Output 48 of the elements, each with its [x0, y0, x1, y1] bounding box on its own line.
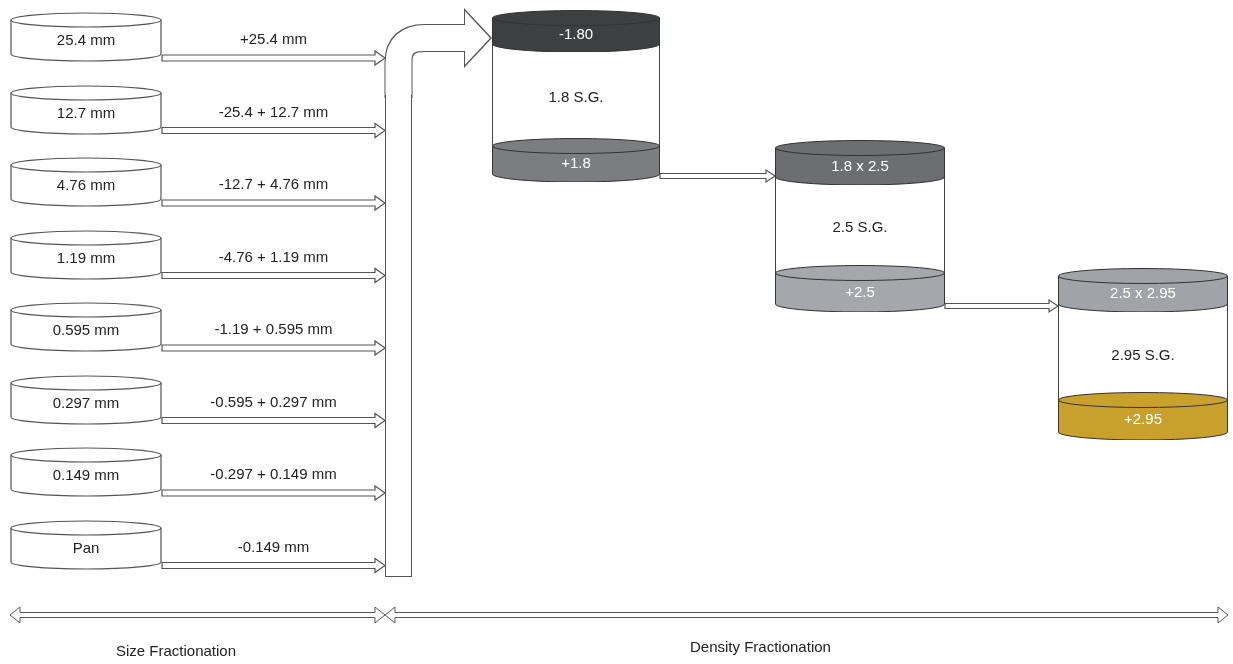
arrow	[161, 484, 387, 502]
fraction-label: -1.80	[557, 24, 595, 44]
fraction-layer	[1058, 392, 1228, 440]
sieve-size-label: 0.595 mm	[51, 320, 121, 340]
sieve-drawing	[10, 157, 162, 207]
sieve-drawing	[10, 519, 162, 570]
sieve-drawing	[10, 84, 162, 135]
sieve-size-label: 0.297 mm	[51, 392, 121, 413]
fraction-label: +2.5	[844, 281, 876, 302]
arrow	[161, 412, 387, 429]
float-sink-vessel	[775, 140, 945, 312]
collector-pipe	[385, 95, 412, 577]
float-sink-vessel	[1058, 268, 1228, 440]
float-sink-vessel	[492, 10, 660, 182]
fraction-layer	[1058, 268, 1228, 312]
sieve-size-label: 1.19 mm	[55, 247, 117, 268]
sieve-drawing	[10, 302, 162, 352]
section-label: Density Fractionation	[690, 637, 831, 657]
arrow	[161, 339, 387, 357]
arrow	[161, 122, 387, 139]
fraction-label: 1.8 x 2.5	[830, 155, 890, 176]
sieve-size-label: 25.4 mm	[55, 30, 117, 50]
fraction-layer	[492, 138, 660, 182]
sieve-size-label: 0.149 mm	[51, 465, 121, 485]
fraction-label: +1.8	[560, 153, 592, 173]
arrow	[659, 168, 777, 184]
sieve-size-label: 4.76 mm	[55, 175, 117, 195]
sieve-drawing	[10, 12, 162, 62]
arrow	[161, 267, 387, 284]
fraction-label: 2.5 x 2.95	[1109, 283, 1177, 303]
sieve-drawing	[10, 229, 162, 280]
feed-arrow	[384, 8, 492, 98]
density-label: 2.5 S.G.	[831, 217, 889, 237]
fraction-label: +2.95	[1123, 409, 1163, 429]
arrow	[161, 49, 387, 67]
density-label: 2.95 S.G.	[1110, 345, 1176, 365]
arrow	[944, 298, 1060, 314]
sieve-size-label: 12.7 mm	[55, 102, 117, 123]
arrow	[161, 194, 387, 212]
sieve-drawing	[10, 447, 162, 497]
arrow	[161, 557, 387, 574]
section-label: Size Fractionation	[116, 641, 237, 661]
density-label: 1.8 S.G.	[547, 87, 605, 107]
fraction-layer	[775, 265, 945, 312]
sieve-drawing	[10, 374, 162, 425]
fraction-layer	[492, 10, 660, 52]
sieve-size-label: Pan	[71, 537, 101, 558]
fraction-layer	[775, 140, 945, 185]
